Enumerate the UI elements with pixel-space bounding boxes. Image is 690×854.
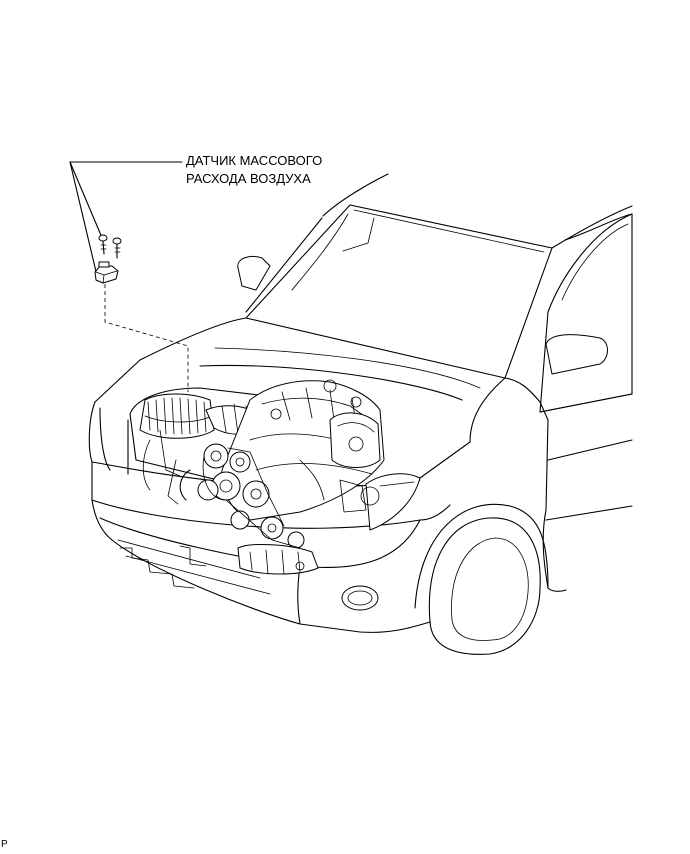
callout-line-2: РАСХОДА ВОЗДУХА	[186, 171, 311, 186]
installation-dashed-line	[104, 284, 189, 392]
callout-label: ДАТЧИК МАССОВОГО РАСХОДА ВОЗДУХА	[186, 152, 322, 188]
screw-icon	[112, 237, 122, 259]
leader-line	[69, 161, 183, 281]
screw-icon	[98, 234, 108, 255]
mass-air-flow-sensor-part	[94, 234, 122, 284]
vehicle-body	[88, 173, 633, 655]
figure-id-label: P	[1, 839, 8, 850]
engine-compartment	[129, 379, 385, 575]
callout-line-1: ДАТЧИК МАССОВОГО	[186, 153, 323, 168]
